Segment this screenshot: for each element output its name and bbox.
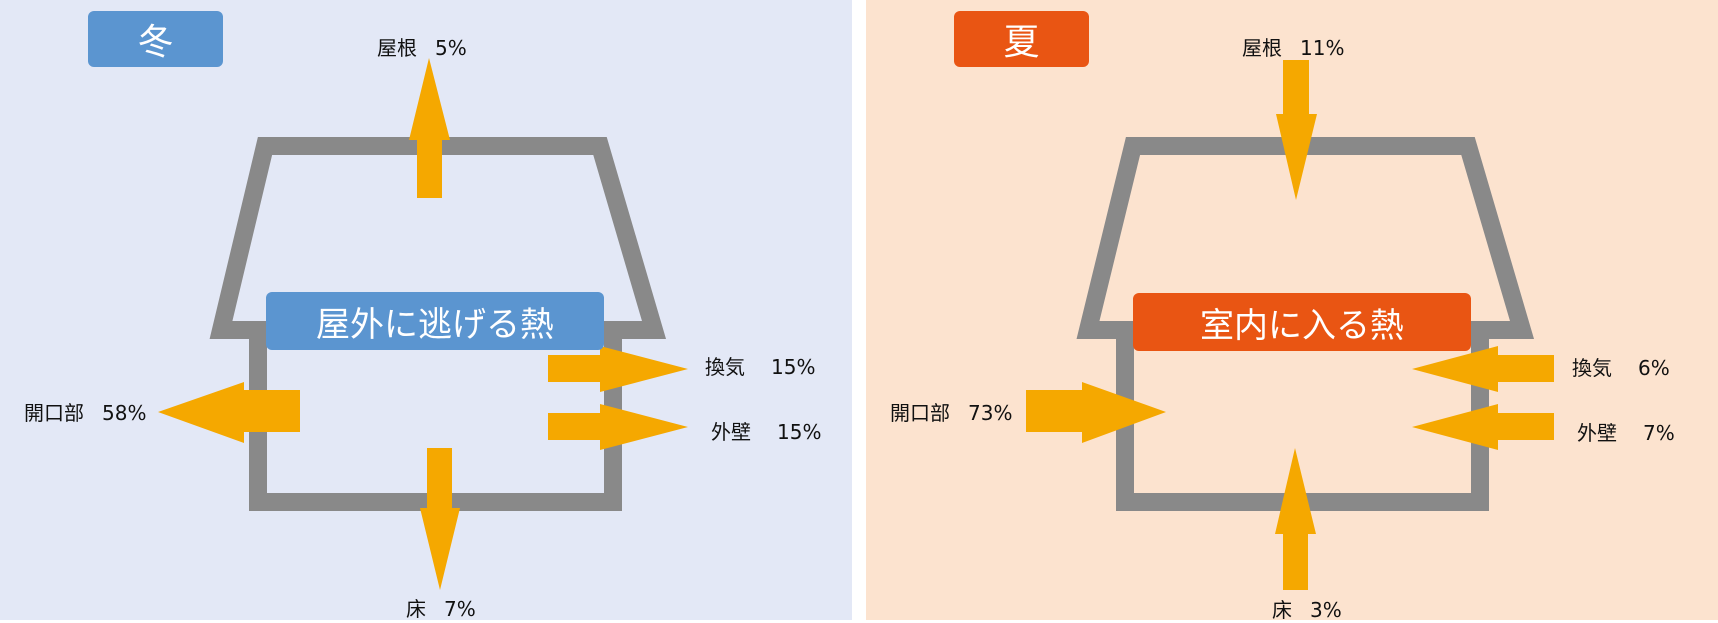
summer-panel: 夏 室内に入る熱 屋根 11% 換気 6% 外壁 7% 開口部 73% 床 3% xyxy=(866,0,1718,623)
winter-ventilation-arrow xyxy=(548,346,688,392)
winter-diagram xyxy=(158,58,688,590)
winter-ventilation-value: 15% xyxy=(771,355,816,379)
summer-ventilation-name: 換気 xyxy=(1572,356,1612,380)
winter-ventilation-name: 換気 xyxy=(705,355,745,379)
summer-opening-value: 73% xyxy=(968,401,1013,425)
summer-roof-arrow xyxy=(1276,60,1317,200)
winter-floor-arrow xyxy=(420,448,460,590)
summer-season-badge: 夏 xyxy=(954,11,1089,67)
summer-floor-arrow xyxy=(1275,448,1316,590)
summer-roof-name: 屋根 xyxy=(1242,36,1282,60)
winter-opening-arrow xyxy=(158,382,300,443)
winter-season-badge: 冬 xyxy=(88,11,223,67)
summer-opening-name: 開口部 xyxy=(890,401,950,425)
summer-floor-value: 3% xyxy=(1310,598,1342,622)
summer-ventilation-arrow xyxy=(1412,346,1554,392)
winter-panel: 冬 屋外に逃げる熱 屋根 5% 換気 15% 外壁 15% 開口部 58% 床 7% xyxy=(0,0,852,622)
winter-roof-value: 5% xyxy=(435,36,467,60)
winter-wall-name: 外壁 xyxy=(711,420,751,444)
summer-ventilation-label: 換気 6% xyxy=(1572,352,1670,381)
summer-diagram xyxy=(1026,60,1554,590)
summer-roof-value: 11% xyxy=(1300,36,1345,60)
winter-opening-label: 開口部 58% xyxy=(24,397,146,426)
winter-roof-arrow xyxy=(409,58,450,198)
summer-roof-label: 屋根 11% xyxy=(1242,32,1344,61)
summer-wall-name: 外壁 xyxy=(1577,421,1617,445)
summer-opening-label: 開口部 73% xyxy=(890,397,1012,426)
winter-wall-arrow xyxy=(548,404,688,450)
winter-opening-name: 開口部 xyxy=(24,401,84,425)
winter-wall-value: 15% xyxy=(777,420,822,444)
summer-house-outline xyxy=(1076,137,1535,511)
summer-wall-arrow xyxy=(1412,404,1554,450)
summer-wall-value: 7% xyxy=(1643,421,1675,445)
winter-floor-value: 7% xyxy=(444,597,476,621)
winter-roof-name: 屋根 xyxy=(377,36,417,60)
summer-title: 室内に入る熱 xyxy=(1133,293,1471,351)
summer-wall-label: 外壁 7% xyxy=(1577,417,1675,446)
winter-opening-value: 58% xyxy=(102,401,147,425)
winter-floor-label: 床 7% xyxy=(406,593,476,622)
winter-title: 屋外に逃げる熱 xyxy=(266,292,604,350)
winter-roof-label: 屋根 5% xyxy=(377,32,467,61)
winter-ventilation-label: 換気 15% xyxy=(705,351,815,380)
winter-floor-name: 床 xyxy=(406,597,426,621)
summer-opening-arrow xyxy=(1026,382,1166,443)
winter-house-outline xyxy=(209,137,667,511)
summer-floor-name: 床 xyxy=(1272,598,1292,622)
winter-wall-label: 外壁 15% xyxy=(711,416,821,445)
summer-floor-label: 床 3% xyxy=(1272,594,1342,623)
summer-ventilation-value: 6% xyxy=(1638,356,1670,380)
